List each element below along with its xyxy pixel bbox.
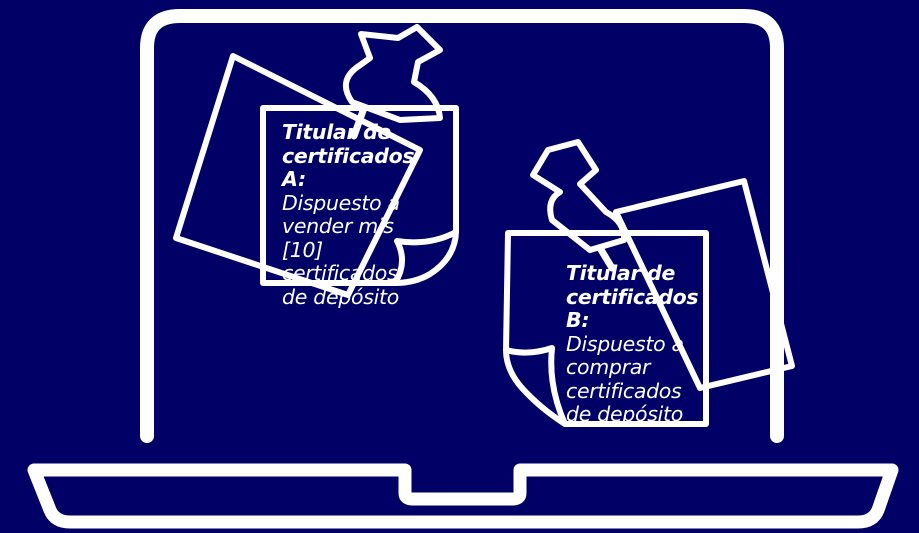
pushpin-b-icon: [530, 139, 628, 272]
note-b-text: Titular de certificados B: Dispuesto a c…: [566, 261, 700, 427]
laptop-screen-icon: [140, 9, 784, 443]
note-b-title: Titular de certificados B:: [566, 261, 699, 332]
sticky-note-b-back-icon: [613, 178, 795, 391]
pushpin-a-icon: [343, 24, 443, 140]
sticky-note-a-icon: [260, 105, 459, 286]
note-a-text: Titular de certificados A: Dispuesto a v…: [282, 120, 415, 309]
note-b-body: Dispuesto a comprar certificados de depó…: [566, 331, 684, 426]
note-a-title: Titular de certificados A:: [282, 120, 415, 191]
note-a-body: Dispuesto a vender mis [10] certificados…: [282, 190, 400, 309]
laptop-base-icon: [27, 463, 899, 529]
sticky-note-b-icon: [503, 230, 709, 427]
